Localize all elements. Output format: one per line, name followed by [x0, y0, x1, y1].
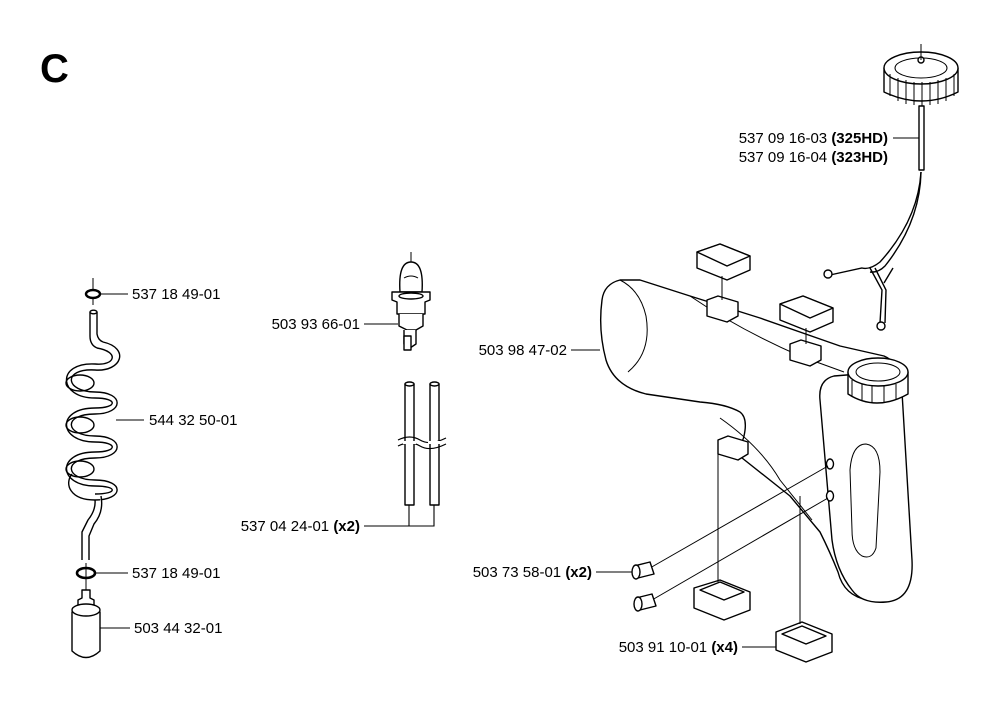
primer-bulb-drawing: [391, 252, 431, 351]
fuel-tank-label: 503 98 47-02: [479, 342, 567, 359]
fuel-tubes-drawing: [397, 381, 447, 506]
coil-hose-label: 544 32 50-01: [149, 412, 237, 429]
fuel-filter-label: 503 44 32-01: [134, 620, 222, 637]
o-ring-top-label: 537 18 49-01: [132, 286, 220, 303]
fuel-tubes-label: 537 04 24-01 (x2): [241, 518, 360, 535]
section-label: C: [40, 47, 69, 91]
damper-pad-label: 503 91 10-01 (x4): [619, 639, 738, 656]
leader-lines: [95, 137, 919, 648]
coil-hose-drawing: [65, 341, 121, 501]
primer-bulb-label: 503 93 66-01: [272, 316, 360, 333]
fuel-cap-drawing: [823, 44, 959, 331]
o-ring-bottom-label: 537 18 49-01: [132, 565, 220, 582]
fuel-filter-drawing: [71, 589, 101, 659]
plugs-drawing: [631, 465, 829, 612]
fuel-hose-assembly: [65, 278, 121, 659]
fuel-tank-drawing: [599, 279, 913, 603]
cap-323-label: 537 09 16-04 (323HD): [739, 149, 888, 166]
cap-325-label: 537 09 16-03 (325HD): [739, 130, 888, 147]
o-ring-top-drawing: [84, 288, 102, 300]
plug-label: 503 73 58-01 (x2): [473, 564, 592, 581]
damper-pads-drawing: [693, 243, 834, 663]
